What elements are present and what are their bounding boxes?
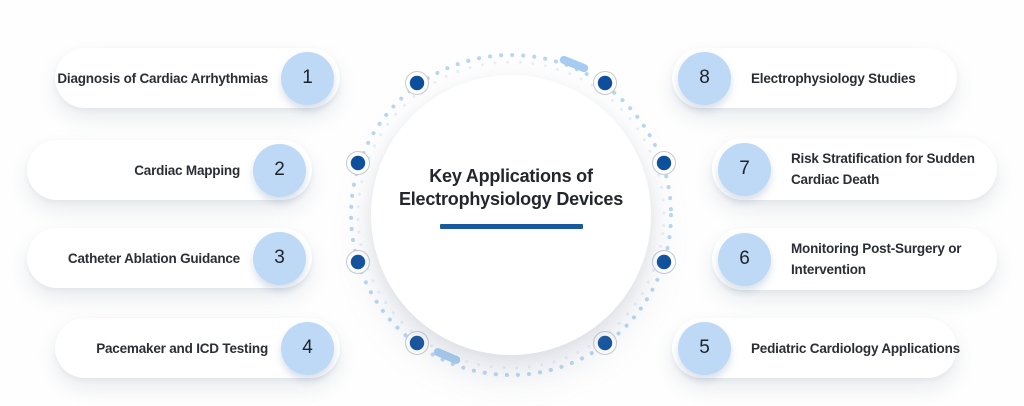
item-label: Diagnosis of Cardiac Arrhythmias <box>57 70 268 86</box>
item-pill-2: Cardiac Mapping 2 <box>27 140 312 200</box>
item-pill-7: 7 Risk Stratification for Sudden Cardiac… <box>712 138 997 200</box>
item-number-badge: 1 <box>281 51 334 105</box>
item-label: Risk Stratification for Sudden Cardiac D… <box>791 151 975 187</box>
item-number-badge: 8 <box>678 51 731 105</box>
item-number-badge: 5 <box>678 321 731 375</box>
connector-dot-icon <box>346 151 370 175</box>
dotted-ring <box>346 53 676 377</box>
item-label: Electrophysiology Studies <box>751 70 916 86</box>
item-number-badge: 3 <box>253 231 306 285</box>
item-label: Cardiac Mapping <box>134 162 240 178</box>
connector-dot-icon <box>593 71 617 95</box>
diagram-title-line1: Key Applications of <box>429 166 593 186</box>
connector-dot-icon <box>652 151 676 175</box>
ring-dots-circle <box>349 53 673 377</box>
diagram-title-line2: Electrophysiology Devices <box>398 189 624 209</box>
connector-dot-icon <box>652 250 676 274</box>
item-label: Monitoring Post-Surgery or Intervention <box>791 241 962 277</box>
item-label: Catheter Ablation Guidance <box>67 250 240 266</box>
connector-dot-icon <box>593 331 617 355</box>
diagram-title: Key Applications of Electrophysiology De… <box>371 165 651 211</box>
connector-dot-icon <box>346 250 370 274</box>
title-underline <box>439 224 583 229</box>
item-number-badge: 4 <box>281 321 334 375</box>
item-pill-4: Pacemaker and ICD Testing 4 <box>55 318 340 378</box>
item-pill-8: 8 Electrophysiology Studies <box>672 48 957 108</box>
ring-dash-icon <box>559 55 589 73</box>
item-number-badge: 2 <box>253 143 306 197</box>
ring-dash-icon <box>433 348 461 364</box>
ring-dots-circle-faint <box>356 60 666 370</box>
connector-dot-icon <box>405 71 429 95</box>
item-label: Pacemaker and ICD Testing <box>96 340 268 356</box>
item-pill-1: Diagnosis of Cardiac Arrhythmias 1 <box>55 48 340 108</box>
item-number-badge: 7 <box>718 142 771 196</box>
connector-dot-icon <box>405 331 429 355</box>
item-label: Pediatric Cardiology Applications <box>751 340 960 356</box>
item-number-badge: 6 <box>718 232 771 286</box>
item-pill-3: Catheter Ablation Guidance 3 <box>27 228 312 288</box>
item-pill-6: 6 Monitoring Post-Surgery or Interventio… <box>712 228 997 290</box>
center-circle: Key Applications of Electrophysiology De… <box>371 75 651 355</box>
item-pill-5: 5 Pediatric Cardiology Applications <box>672 318 960 378</box>
